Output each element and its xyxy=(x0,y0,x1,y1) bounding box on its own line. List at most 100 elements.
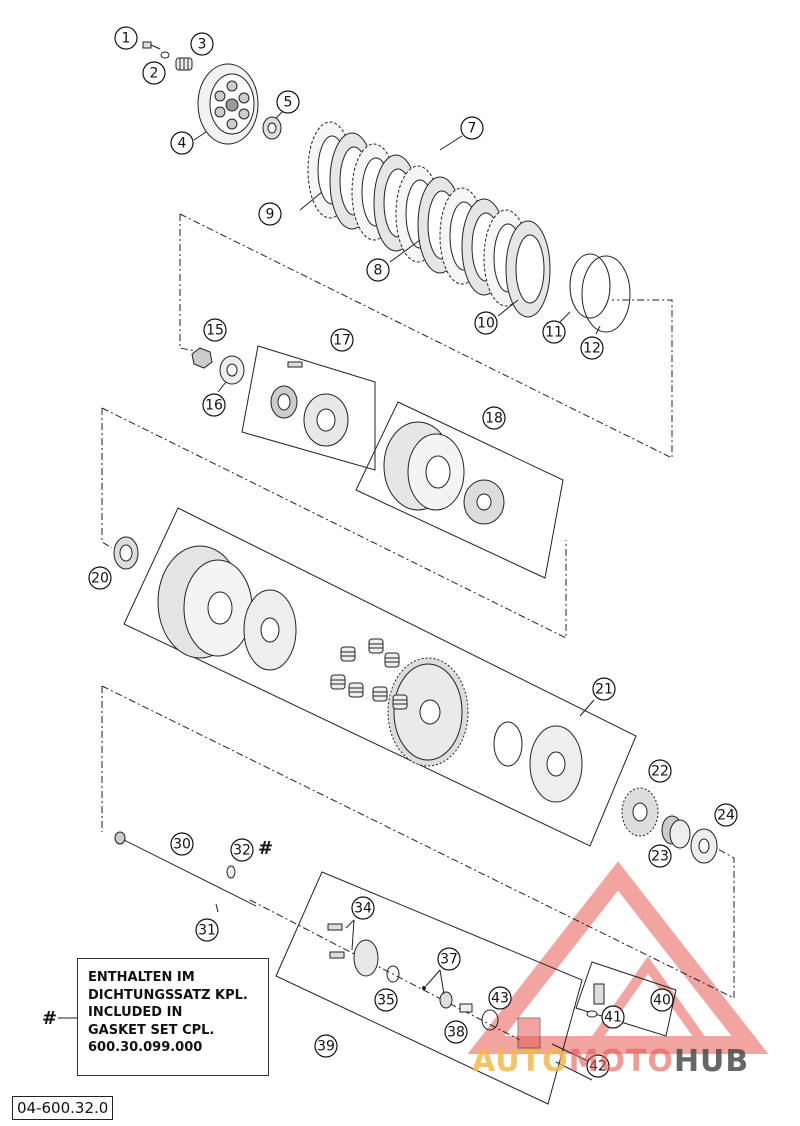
callout-22: 22 xyxy=(648,759,672,783)
callout-label-5: 5 xyxy=(284,95,293,111)
callout-label-30: 30 xyxy=(173,837,191,853)
part-16-washer xyxy=(219,355,245,385)
note-hash-marker: # xyxy=(42,1008,58,1029)
callout-label-39: 39 xyxy=(317,1039,335,1055)
group-frame-18 xyxy=(355,401,564,579)
part-20-washer xyxy=(113,536,139,570)
callout-11: 11 xyxy=(542,320,566,344)
part-31-pin xyxy=(215,903,219,913)
callout-42: 42 xyxy=(586,1054,610,1078)
part-22-sprocket xyxy=(621,787,659,837)
callout-label-43: 43 xyxy=(491,991,509,1007)
group-frame-39 xyxy=(275,871,583,1105)
callout-label-31: 31 xyxy=(198,923,216,939)
part-4-pressure-plate xyxy=(197,63,259,145)
callout-label-2: 2 xyxy=(150,66,159,82)
damper-spring xyxy=(330,674,346,690)
alignment-line-lower xyxy=(101,685,735,999)
damper-spring xyxy=(384,652,400,668)
callout-43: 43 xyxy=(488,986,512,1010)
callout-label-4: 4 xyxy=(178,136,187,152)
part-35-o-ring xyxy=(386,965,400,983)
part-3-spring xyxy=(175,57,193,71)
part-12-o-ring xyxy=(581,255,631,333)
callout-20: 20 xyxy=(88,566,112,590)
part-17-damper-assembly xyxy=(270,361,349,447)
group-frame-40 xyxy=(575,961,677,1037)
part-32-seal-ring xyxy=(226,865,236,879)
callout-3: 3 xyxy=(190,32,214,56)
callout-31: 31 xyxy=(195,918,219,942)
callout-32: 32 xyxy=(230,838,254,862)
callout-8: 8 xyxy=(366,258,390,282)
part-32-hash-marker: # xyxy=(258,838,274,859)
callout-9: 9 xyxy=(258,202,282,226)
callout-1: 1 xyxy=(114,26,138,50)
callout-label-34: 34 xyxy=(354,901,372,917)
damper-spring xyxy=(348,682,364,698)
callout-23: 23 xyxy=(648,844,672,868)
group-frame-17 xyxy=(241,345,376,471)
callout-label-1: 1 xyxy=(122,31,131,47)
gasket-set-note: ENTHALTEN IM DICHTUNGSSATZ KPL. INCLUDED… xyxy=(77,958,269,1076)
part-21-damper-springs xyxy=(330,638,408,710)
callout-label-10: 10 xyxy=(477,316,495,332)
callout-label-18: 18 xyxy=(485,411,503,427)
callout-label-9: 9 xyxy=(266,207,275,223)
callout-label-22: 22 xyxy=(651,764,669,780)
callout-label-42: 42 xyxy=(589,1059,607,1075)
note-line-1: ENTHALTEN IM xyxy=(88,970,195,985)
callout-label-11: 11 xyxy=(545,325,563,341)
damper-spring xyxy=(392,694,408,710)
note-line-2: DICHTUNGSSATZ KPL. xyxy=(88,987,248,1003)
callout-7: 7 xyxy=(460,116,484,140)
callout-34: 34 xyxy=(351,896,375,920)
callout-label-38: 38 xyxy=(447,1025,465,1041)
callout-label-40: 40 xyxy=(653,993,671,1009)
callout-label-3: 3 xyxy=(198,37,207,53)
callout-24: 24 xyxy=(714,803,738,827)
callout-label-15: 15 xyxy=(206,323,224,339)
watermark-part-c: HUB xyxy=(673,1044,750,1079)
callout-label-41: 41 xyxy=(604,1010,622,1026)
callout-label-37: 37 xyxy=(440,952,458,968)
document-number: 04-600.32.0 xyxy=(12,1096,114,1120)
callout-12: 12 xyxy=(580,336,604,360)
part-11-o-ring xyxy=(569,253,611,319)
callout-5: 5 xyxy=(276,90,300,114)
watermark-part-b: MOTO xyxy=(568,1044,674,1079)
callout-40: 40 xyxy=(650,988,674,1012)
note-leader xyxy=(58,1017,78,1019)
callout-label-32: 32 xyxy=(233,843,251,859)
callout-label-35: 35 xyxy=(377,993,395,1009)
part-21-clutch-basket xyxy=(157,545,583,803)
callout-39: 39 xyxy=(314,1034,338,1058)
callout-label-7: 7 xyxy=(468,121,477,137)
note-line-3: INCLUDED IN xyxy=(88,1005,183,1020)
callout-21: 21 xyxy=(592,677,616,701)
callout-label-20: 20 xyxy=(91,571,109,587)
callout-label-12: 12 xyxy=(583,341,601,357)
callout-label-8: 8 xyxy=(374,263,383,279)
part-38-spring xyxy=(459,1003,473,1013)
shaft-axis-line xyxy=(249,899,521,1041)
part-34-release-lever xyxy=(327,923,379,977)
part-23-needle-bearing xyxy=(661,815,691,849)
part-15-nut xyxy=(191,347,213,369)
note-line-5: 600.30.099.000 xyxy=(88,1040,203,1055)
callout-4: 4 xyxy=(170,131,194,155)
damper-spring xyxy=(340,646,356,662)
alignment-line-middle-left xyxy=(101,408,113,549)
note-line-4: GASKET SET CPL. xyxy=(88,1022,215,1038)
callout-10: 10 xyxy=(474,311,498,335)
part-2-washer xyxy=(160,51,170,59)
watermark-part-a: AUTO xyxy=(472,1044,569,1079)
part-5-bearing xyxy=(262,116,282,140)
callout-35: 35 xyxy=(374,988,398,1012)
callout-label-23: 23 xyxy=(651,849,669,865)
callout-16: 16 xyxy=(202,393,226,417)
callout-label-21: 21 xyxy=(595,682,613,698)
part-43-gasket xyxy=(481,1009,499,1031)
